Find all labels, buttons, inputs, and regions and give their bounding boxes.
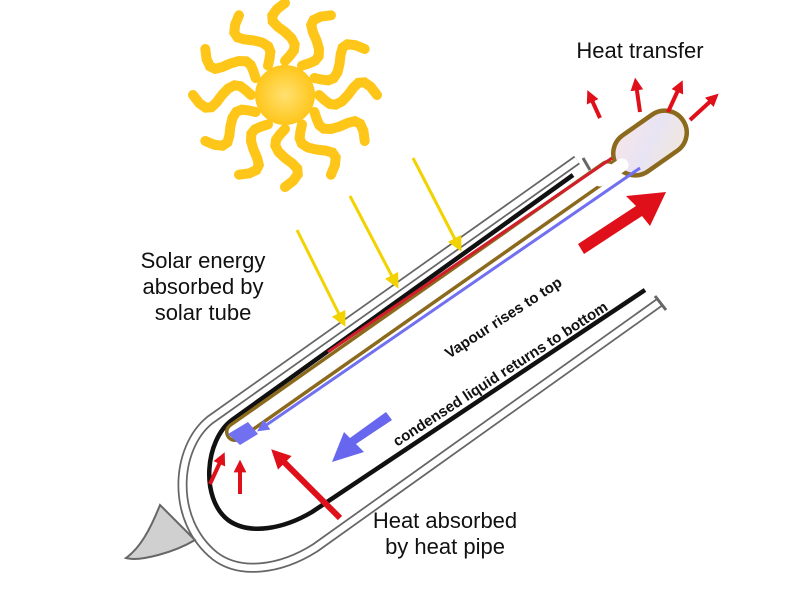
solar-energy-label-line: solar tube xyxy=(154,300,252,325)
sun-icon xyxy=(188,0,382,192)
sun-ray xyxy=(314,77,382,110)
sun-ray xyxy=(200,44,261,83)
sun-core xyxy=(255,65,315,125)
heat-absorbed-label-line: by heat pipe xyxy=(385,534,505,559)
heat-transfer-label: Heat transfer xyxy=(576,38,704,63)
heat-arrow xyxy=(208,452,226,485)
vapour-line xyxy=(327,156,613,354)
solar-energy-label: Solar energy absorbed by solar tube xyxy=(108,248,298,326)
absorber-coating xyxy=(207,173,647,531)
sunlight-ray xyxy=(411,157,462,252)
sun-ray xyxy=(309,107,370,146)
sun-ray xyxy=(270,124,303,192)
vapour-direction-arrow xyxy=(578,192,666,254)
sun-ray xyxy=(229,10,276,71)
solar-energy-label-line: Solar energy xyxy=(140,248,266,273)
sun-ray xyxy=(200,104,261,151)
sun-ray xyxy=(267,0,300,66)
sunlight-ray xyxy=(348,195,399,289)
sunlight-rays xyxy=(295,157,462,327)
heat-arrow-large xyxy=(271,449,343,521)
heat-arrow xyxy=(666,80,684,113)
condensed-liquid-pool xyxy=(228,422,258,445)
liquid-line xyxy=(257,166,641,432)
liquid-direction-arrow xyxy=(332,412,392,462)
heat-absorbed-label-line: Heat absorbed xyxy=(372,508,518,533)
heat-arrow xyxy=(688,93,719,122)
heat-arrow xyxy=(586,90,602,119)
heat-arrow xyxy=(630,77,644,113)
heat-pipe xyxy=(225,108,689,445)
glass-tube-tip xyxy=(123,503,197,560)
heat-absorbed-arrows xyxy=(208,449,343,521)
solar-energy-label-line: absorbed by xyxy=(142,274,264,299)
heat-absorbed-label: Heat absorbed by heat pipe xyxy=(330,508,560,560)
sun-ray xyxy=(188,80,256,113)
sun-ray xyxy=(309,39,370,86)
sun-ray xyxy=(294,119,341,180)
sun-rays xyxy=(188,0,382,192)
sun-ray xyxy=(297,10,336,71)
sunlight-ray xyxy=(295,229,346,327)
glass-tube xyxy=(177,155,668,573)
sun-ray xyxy=(234,119,273,180)
heat-transfer-arrows xyxy=(586,77,719,122)
